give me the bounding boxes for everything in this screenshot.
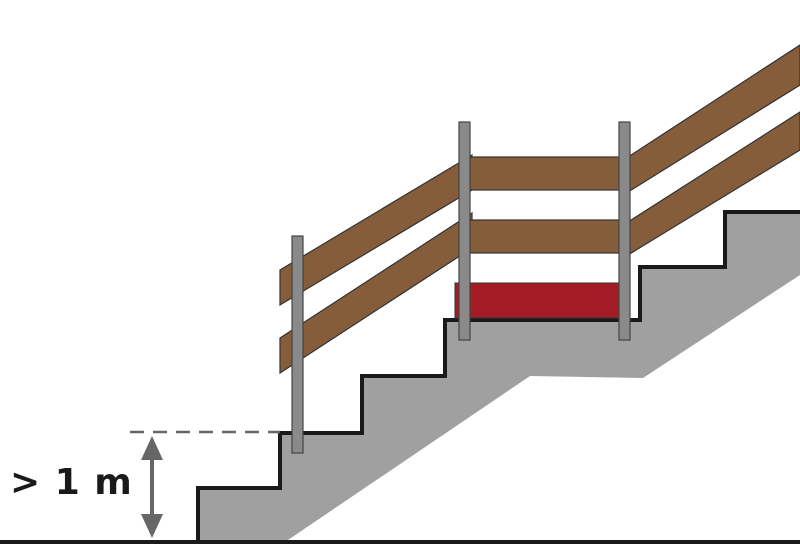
stair-concrete [198, 212, 800, 542]
stair-outline [196, 210, 800, 542]
height-dimension-arrow [141, 436, 163, 538]
post-middle [458, 121, 471, 341]
posts [291, 121, 631, 454]
landing-mid-rail [469, 219, 623, 254]
height-label: > 1 m [10, 462, 133, 503]
landing-top-rail [469, 156, 623, 191]
toe-board [454, 282, 622, 319]
handrails [279, 44, 800, 375]
post-left [291, 235, 304, 454]
post-right [618, 121, 631, 341]
